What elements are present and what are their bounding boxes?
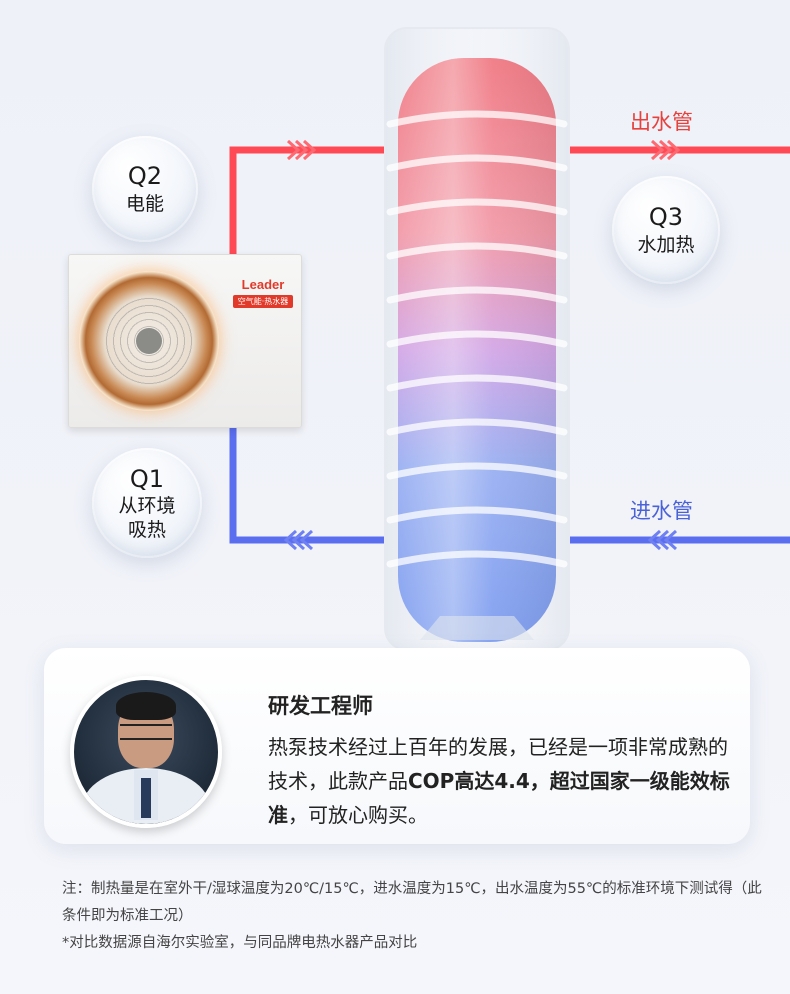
bubble-code: Q3 xyxy=(648,203,684,231)
quote-text-end: ，可放心购买。 xyxy=(288,803,428,827)
bubble-q2: Q2 电能 xyxy=(92,136,198,242)
bubble-q3: Q3 水加热 xyxy=(612,176,720,284)
footnote: *对比数据源自海尔实验室，与同品牌电热水器产品对比 xyxy=(62,935,418,951)
bubble-q1: Q1 从环境吸热 xyxy=(92,448,202,558)
hot-pipe-left xyxy=(229,146,385,258)
engineer-quote: 热泵技术经过上百年的发展，已经是一项非常成熟的技术，此款产品COP高达4.4，超… xyxy=(268,730,738,832)
outdoor-unit: Leader 空气能·热水器 xyxy=(68,254,302,428)
cold-pipe-left xyxy=(229,428,385,544)
arrow-right-icon xyxy=(650,139,681,161)
arrow-right-icon xyxy=(286,139,317,161)
brand-logo: Leader xyxy=(241,277,285,292)
footnote: 注：制热量是在室外干/湿球温度为20℃/15℃，进水温度为15℃，出水温度为55… xyxy=(62,881,762,924)
arrow-left-icon xyxy=(647,529,678,551)
engineer-role: 研发工程师 xyxy=(268,694,373,718)
pipe-out-label: 出水管 xyxy=(630,110,693,134)
bubble-code: Q1 xyxy=(129,465,165,493)
arrow-left-icon xyxy=(283,529,314,551)
engineer-avatar xyxy=(70,676,222,828)
quote-text: 热泵技术经过上百年的发展，已经是一项非常成熟的技术，此款产品 xyxy=(268,735,728,793)
pipe-in-label: 进水管 xyxy=(630,499,693,523)
unit-brand: Leader 空气能·热水器 xyxy=(233,277,293,308)
brand-tag: 空气能·热水器 xyxy=(233,295,293,308)
heat-exchange-coil xyxy=(386,110,568,568)
bubble-label: 电能 xyxy=(125,193,164,215)
quote-highlight: COP高达4.4，超过国家一级能效标准 xyxy=(268,769,730,827)
bubble-label: 水加热 xyxy=(637,234,695,256)
footnotes: 注：制热量是在室外干/湿球温度为20℃/15℃，进水温度为15℃，出水温度为55… xyxy=(62,876,762,957)
bubble-code: Q2 xyxy=(127,162,163,190)
bubble-label: 从环境吸热 xyxy=(118,495,176,541)
